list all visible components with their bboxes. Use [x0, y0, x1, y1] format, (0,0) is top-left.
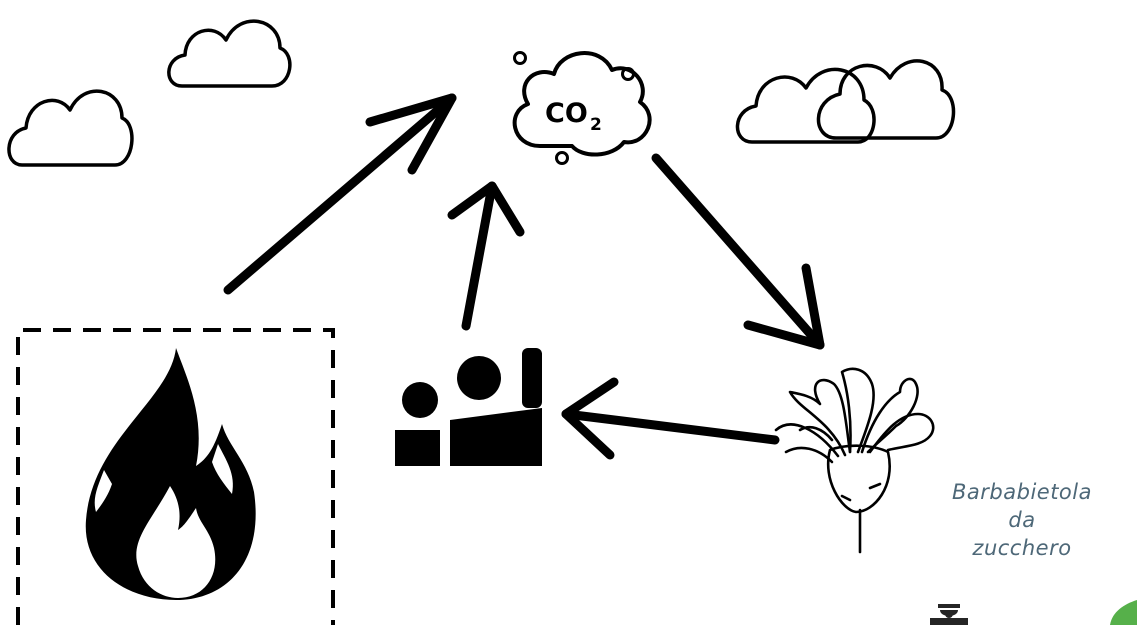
cloud-icon — [735, 67, 876, 144]
cloud-icon — [816, 59, 956, 140]
sugar-beet-icon — [774, 367, 935, 554]
fire-icon — [85, 348, 256, 600]
leaf-icon — [1110, 600, 1137, 625]
co2-label: CO — [545, 98, 588, 129]
co2-subscript: 2 — [590, 115, 602, 135]
arrow-beet-to-people — [561, 377, 780, 460]
arrow-people-to-co2 — [447, 181, 525, 331]
cloud-icon — [7, 89, 134, 167]
beet-caption-line2: zucchero — [972, 536, 1072, 560]
people-icon — [395, 348, 542, 466]
cloud-icon — [167, 19, 292, 88]
co2-cloud-icon: CO 2 — [512, 51, 652, 165]
arrow-co2-to-beet — [651, 153, 825, 350]
lion-crest-icon — [930, 604, 968, 625]
arrow-fire-to-co2 — [223, 93, 457, 295]
beet-caption: Barbabietola da zucchero — [936, 478, 1108, 562]
fire-frame — [16, 328, 335, 625]
beet-caption-line1: Barbabietola da — [952, 480, 1092, 532]
